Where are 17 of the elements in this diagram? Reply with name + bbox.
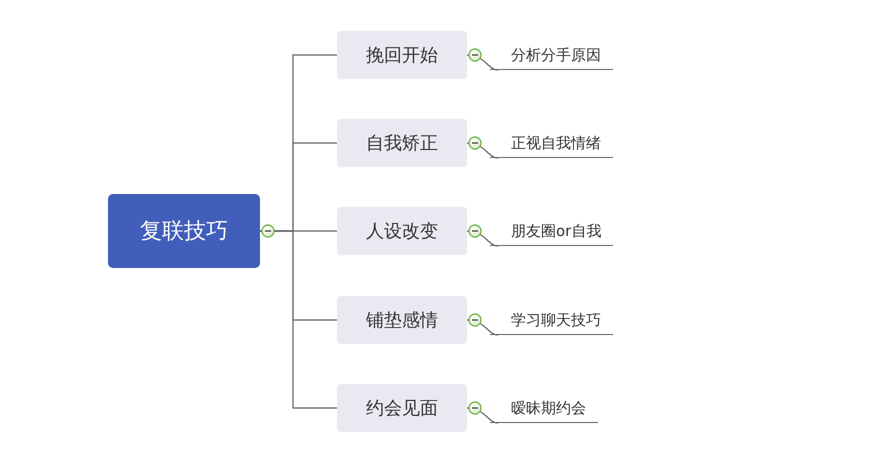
central-topic-box: 复联技巧 bbox=[108, 194, 260, 268]
topic-box: 铺垫感情 bbox=[337, 296, 467, 344]
connector-line bbox=[466, 142, 498, 159]
subtopic-text: 正视自我情绪 bbox=[490, 130, 613, 158]
connector-line bbox=[466, 54, 498, 71]
subtopic-text: 分析分手原因 bbox=[490, 42, 613, 70]
topic-box: 自我矫正 bbox=[337, 119, 467, 167]
subtopic-text: 暧昧期约会 bbox=[490, 395, 598, 423]
connector-line bbox=[466, 319, 498, 336]
subtopic-text: 朋友圈or自我 bbox=[490, 218, 614, 246]
topic-box: 人设改变 bbox=[337, 207, 467, 255]
connector-line bbox=[260, 230, 337, 409]
topic-box: 挽回开始 bbox=[337, 31, 467, 79]
subtopic-text: 学习聊天技巧 bbox=[490, 307, 613, 335]
connector-line bbox=[466, 407, 498, 424]
connector-line bbox=[466, 230, 498, 247]
topic-box: 约会见面 bbox=[337, 384, 467, 432]
